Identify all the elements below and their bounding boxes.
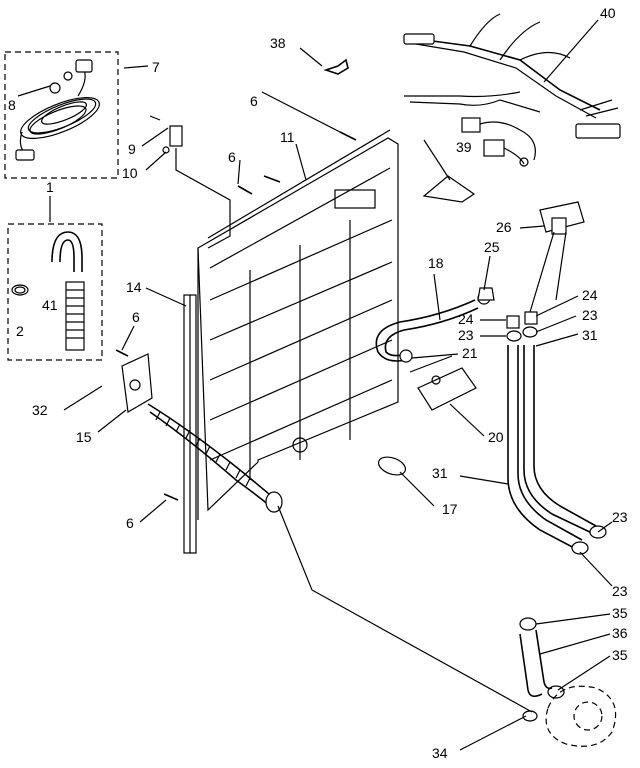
part-labels: 7 8 1 41 2 9 10 6 11 6 38 40 39 14 6 32 … (8, 5, 628, 761)
part-label-36: 36 (612, 625, 628, 641)
part-label-9: 9 (128, 141, 136, 157)
power-cord (15, 59, 100, 161)
drain-hose-kit-box (7, 223, 103, 361)
part-label-1: 1 (46, 179, 54, 195)
part-label-15: 15 (76, 429, 92, 445)
part-label-6-bottom: 6 (126, 515, 134, 531)
part-label-32: 32 (32, 402, 48, 418)
hose-bracket (121, 353, 153, 413)
pump-hose (519, 617, 617, 747)
part-label-34: 34 (432, 745, 448, 761)
part-label-41: 41 (42, 297, 58, 313)
wire-harness (403, 13, 621, 167)
part-label-2: 2 (16, 323, 24, 339)
part-label-21: 21 (462, 345, 478, 361)
part-label-39: 39 (456, 139, 472, 155)
part-label-20: 20 (488, 429, 504, 445)
part-label-23-upper: 23 (612, 509, 628, 525)
part-label-8: 8 (8, 97, 16, 113)
drain-leader (277, 505, 533, 713)
part-label-24-right: 24 (582, 287, 598, 303)
valve-bracket (409, 355, 477, 411)
water-valve (529, 201, 585, 313)
part-label-23-right: 23 (582, 307, 598, 323)
part-label-6-left: 6 (132, 309, 140, 325)
part-label-23-left: 23 (458, 327, 474, 343)
part-label-35-top: 35 (612, 605, 628, 621)
power-cord-kit-box (4, 51, 119, 179)
part-label-23-lower: 23 (612, 583, 628, 599)
part-label-6-top: 6 (250, 93, 258, 109)
inlet-screen (477, 287, 495, 301)
part-label-26: 26 (496, 219, 512, 235)
brace (183, 294, 197, 554)
part-label-24-left: 24 (458, 311, 474, 327)
part-label-35-bottom: 35 (612, 647, 628, 663)
part-label-10: 10 (122, 165, 138, 181)
inlet-hoses (506, 311, 607, 555)
harness-clip (422, 175, 476, 203)
part-label-18: 18 (428, 255, 444, 271)
part-label-7: 7 (152, 59, 160, 75)
part-label-40: 40 (600, 5, 616, 21)
part-label-11: 11 (280, 129, 295, 145)
part-label-38: 38 (270, 35, 286, 51)
cord-clamp (49, 71, 73, 94)
part-label-17: 17 (442, 501, 458, 517)
hose-clamp (11, 284, 29, 296)
part-label-14: 14 (126, 279, 142, 295)
terminal-block (149, 115, 231, 249)
part-label-31-bottom: 31 (432, 465, 448, 481)
leader-lines (17, 19, 613, 751)
part-label-31-top: 31 (582, 327, 598, 343)
part-label-25: 25 (484, 239, 500, 255)
valve-clamp (399, 349, 413, 363)
rear-panel (197, 129, 399, 520)
drain-hose (51, 231, 85, 351)
part-label-6-mid: 6 (228, 149, 236, 165)
screws (115, 131, 357, 501)
wire-clip (323, 58, 349, 75)
panel-plug (377, 456, 407, 476)
